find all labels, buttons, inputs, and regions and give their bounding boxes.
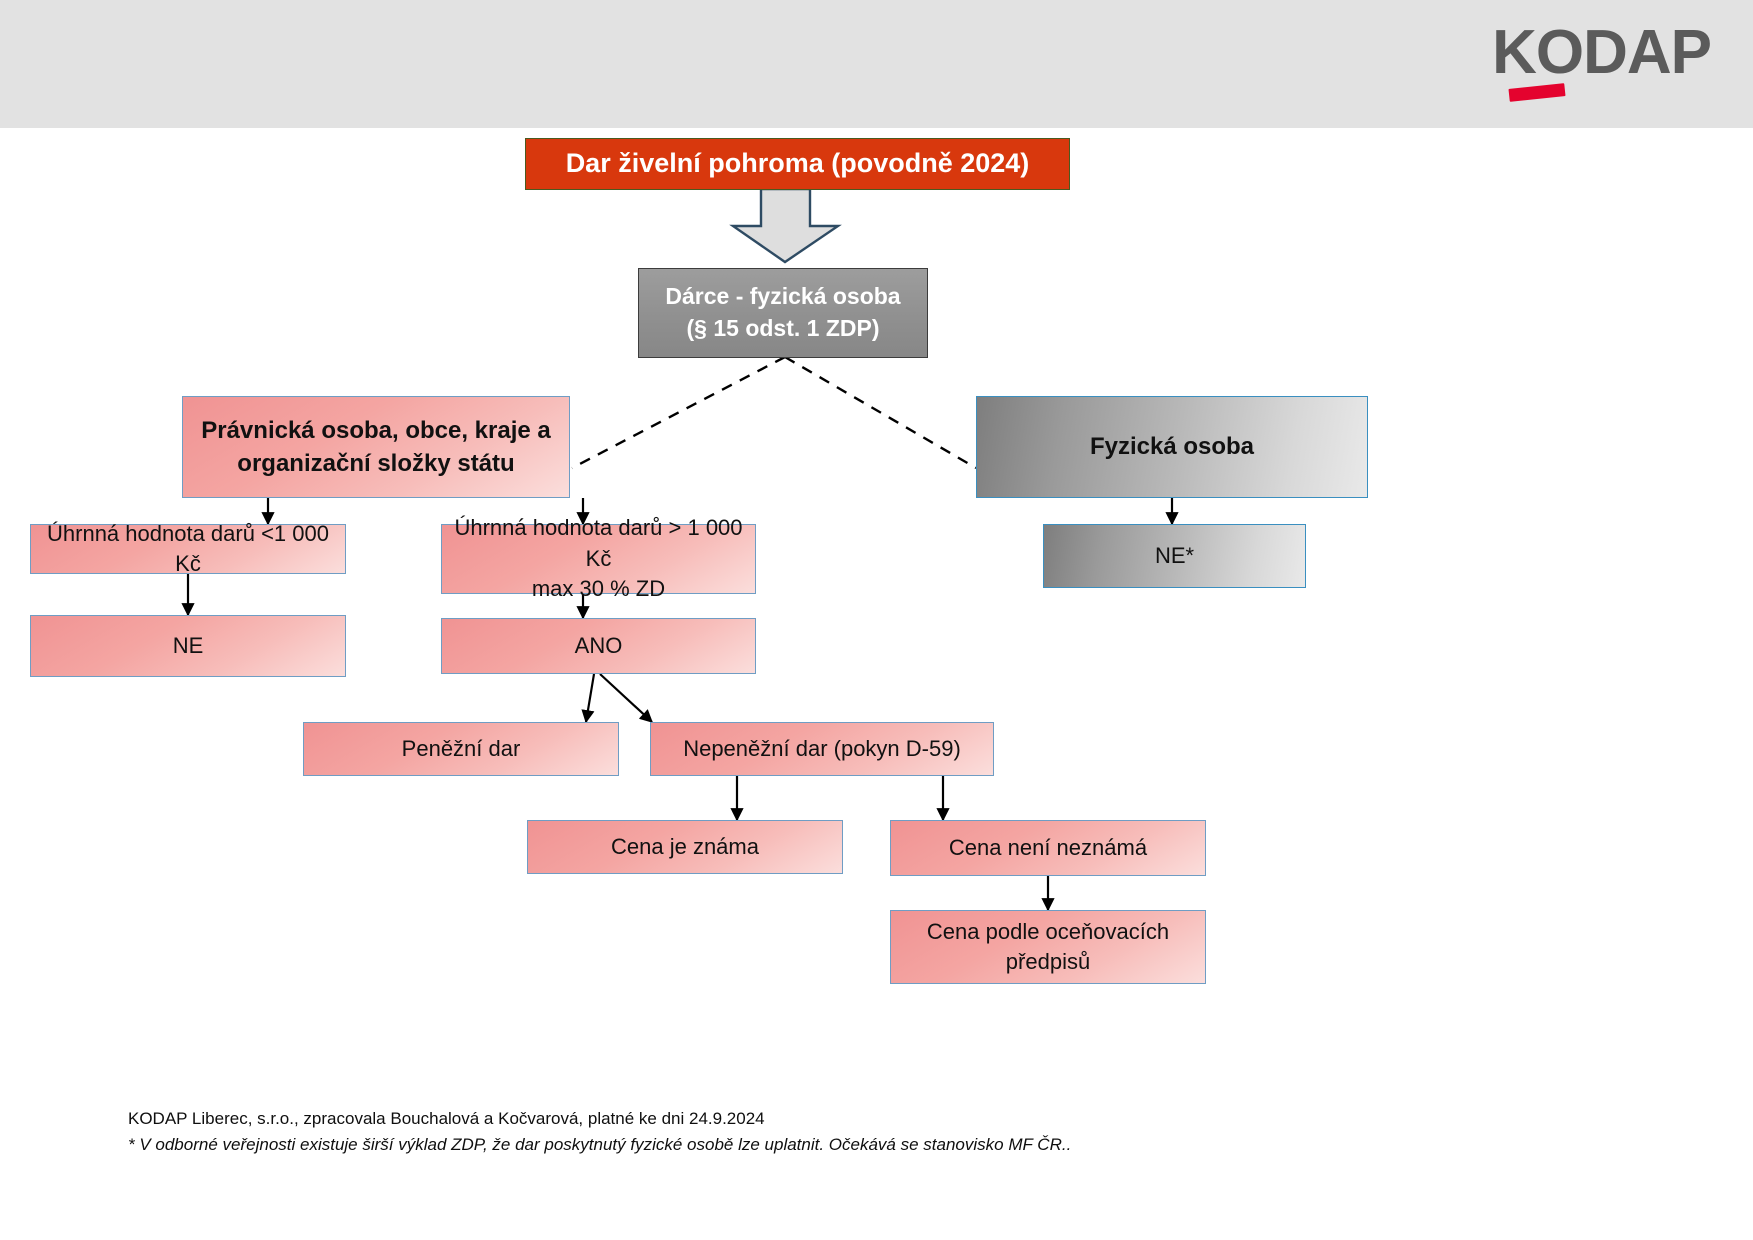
node-price-known: Cena je známa bbox=[527, 820, 843, 874]
node-natural-person-result: NE* bbox=[1043, 524, 1306, 588]
dashed-connector-donor-split bbox=[571, 355, 977, 470]
node-legal-entity: Právnická osoba, obce, kraje a organizač… bbox=[182, 396, 570, 498]
node-price-valuation: Cena podle oceňovacích předpisů bbox=[890, 910, 1206, 984]
node-gift-money: Peněžní dar bbox=[303, 722, 619, 776]
header-band: KODAP bbox=[0, 0, 1753, 128]
block-arrow-title-to-donor bbox=[729, 187, 842, 264]
node-price-unknown: Cena není neznámá bbox=[890, 820, 1206, 876]
flowchart-canvas: Dar živelní pohroma (povodně 2024) Dárce… bbox=[0, 128, 1753, 1240]
node-over-threshold: Úhrnná hodnota darů > 1 000 Kč max 30 % … bbox=[441, 515, 756, 601]
footer-notes: KODAP Liberec, s.r.o., zpracovala Boucha… bbox=[128, 1106, 1428, 1158]
node-under-threshold: Úhrnná hodnota darů <1 000 Kč bbox=[30, 521, 346, 576]
node-under-threshold-result: NE bbox=[30, 615, 346, 677]
node-donor: Dárce - fyzická osoba (§ 15 odst. 1 ZDP) bbox=[638, 268, 928, 358]
kodap-logo-text: KODAP bbox=[1492, 18, 1712, 87]
node-natural-person: Fyzická osoba bbox=[976, 396, 1368, 498]
node-title: Dar živelní pohroma (povodně 2024) bbox=[525, 138, 1070, 190]
node-gift-nonmoney: Nepeněžní dar (pokyn D-59) bbox=[650, 722, 994, 776]
footer-line-disclaimer: * V odborné veřejnosti existuje širší vý… bbox=[128, 1135, 1072, 1154]
node-over-threshold-result: ANO bbox=[441, 618, 756, 674]
footer-line-author: KODAP Liberec, s.r.o., zpracovala Boucha… bbox=[128, 1109, 765, 1128]
kodap-logo: KODAP bbox=[1451, 18, 1712, 108]
